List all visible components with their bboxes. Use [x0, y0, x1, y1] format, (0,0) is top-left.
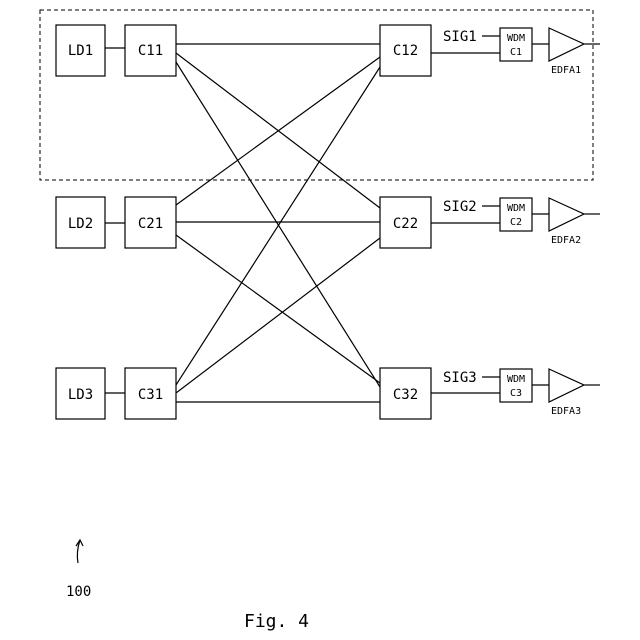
- figure-caption: Fig. 4: [244, 611, 309, 632]
- laser-diode-2-label: LD2: [68, 216, 93, 232]
- reference-numeral: 100: [66, 584, 91, 600]
- wire-c21-c32: [176, 235, 380, 383]
- signal-sig3-label: SIG3: [443, 370, 477, 386]
- edfa2-label: EDFA2: [551, 235, 581, 246]
- signal-sig1-label: SIG1: [443, 29, 477, 45]
- coupler-c11-label: C11: [138, 43, 163, 59]
- wdm-c1-top-label: WDM: [507, 33, 525, 44]
- edfa2-amplifier-icon: [549, 198, 584, 231]
- cross-connect-wires: [176, 44, 380, 402]
- wire-c21-c12: [176, 57, 380, 205]
- wdm-c2-bottom-label: C2: [510, 217, 522, 228]
- coupler-c32-label: C32: [393, 387, 418, 403]
- wdm-c1-bottom-label: C1: [510, 47, 522, 58]
- wdm-c3-top-label: WDM: [507, 374, 525, 385]
- row-3: LD3 C31 C32 SIG3 WDM C3 EDFA3: [56, 368, 600, 419]
- laser-diode-1-label: LD1: [68, 43, 93, 59]
- coupler-c12-label: C12: [393, 43, 418, 59]
- laser-diode-3-label: LD3: [68, 387, 93, 403]
- edfa3-amplifier-icon: [549, 369, 584, 402]
- edfa3-label: EDFA3: [551, 406, 581, 417]
- coupler-c22-label: C22: [393, 216, 418, 232]
- wdm-c3-bottom-label: C3: [510, 388, 522, 399]
- row-1: LD1 C11 C12 SIG1 WDM C1 EDFA1: [56, 25, 600, 76]
- edfa1-amplifier-icon: [549, 28, 584, 61]
- coupler-c31-label: C31: [138, 387, 163, 403]
- wire-c31-c22: [176, 238, 380, 393]
- wdm-c2-top-label: WDM: [507, 203, 525, 214]
- signal-sig2-label: SIG2: [443, 199, 477, 215]
- coupler-c21-label: C21: [138, 216, 163, 232]
- edfa1-label: EDFA1: [551, 65, 581, 76]
